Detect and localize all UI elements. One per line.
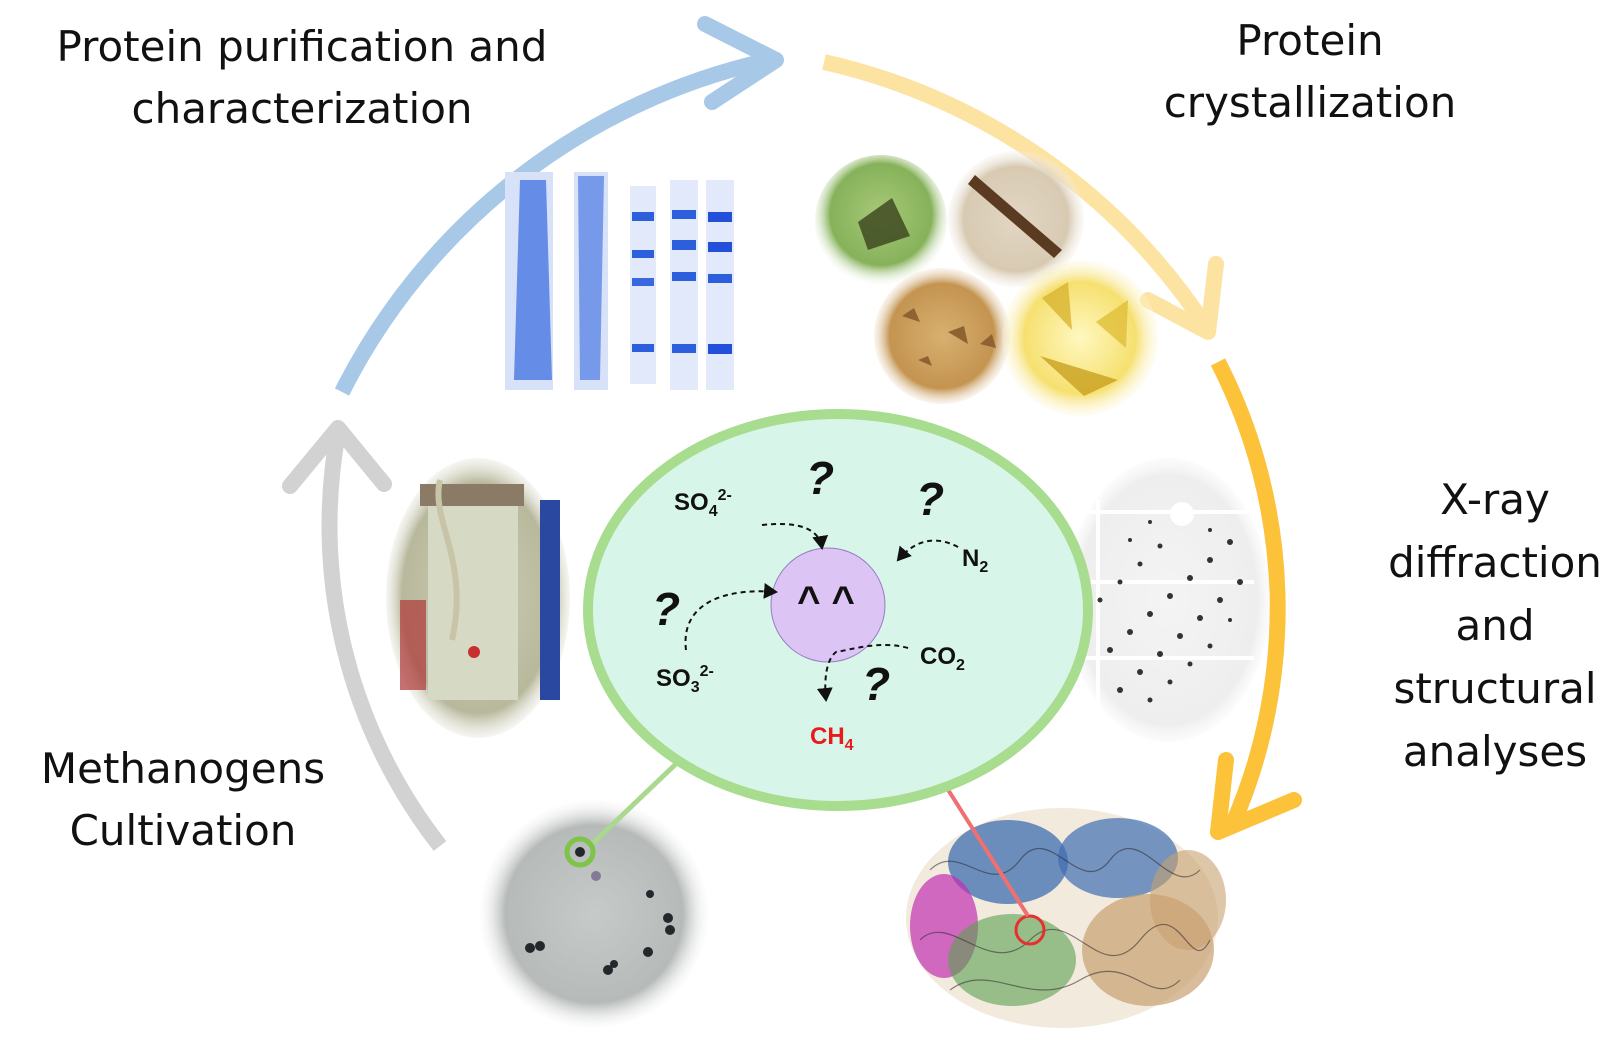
molecule-co2: CO2: [920, 643, 965, 674]
molecule-ch4: CH4: [810, 723, 854, 754]
label-line: Protein purification and: [56, 22, 548, 71]
crystal-photos: [815, 151, 1158, 416]
molecule-n2: N2: [962, 545, 988, 576]
arrow-gray: [321, 430, 447, 851]
crystal-photo-yellow: [1002, 260, 1158, 416]
label-line: Methanogens: [40, 744, 326, 793]
fermenter-photo: [386, 458, 570, 738]
label-line: diffraction: [1388, 538, 1602, 587]
molecule-so3: SO32-: [656, 663, 714, 696]
cell: ^ ^ ? ? ? ? SO42- N2 SO32- CO2 CH4: [583, 409, 1093, 811]
label-xray-diffraction: X-ray diffraction and structural analyse…: [1380, 468, 1610, 783]
zoom-connector: [591, 760, 680, 845]
arrow-gray-head: [282, 420, 392, 494]
question-mark: ?: [916, 473, 944, 525]
label-line: crystallization: [1163, 78, 1457, 128]
question-mark: ?: [652, 583, 680, 635]
gel-image: [505, 172, 734, 390]
label-crystallization: Protein crystallization: [1150, 10, 1470, 134]
arrow-blue-head: [697, 16, 784, 110]
arrow-light-yellow-head: [1140, 256, 1224, 340]
label-line: Cultivation: [69, 806, 297, 856]
label-line: and: [1455, 601, 1535, 650]
protein-structure: [906, 808, 1226, 1028]
label-line: structural: [1393, 664, 1597, 713]
diffraction-image: [1066, 458, 1270, 742]
arrow-yellow-head: [1210, 752, 1302, 840]
crystal-photo-brown: [874, 268, 1010, 404]
arrow-yellow: [1210, 358, 1286, 830]
label-line: analyses: [1402, 727, 1588, 776]
label-cultivation: Methanogens Cultivation: [18, 738, 348, 862]
gel-lane: [706, 180, 734, 390]
question-mark: ?: [806, 452, 834, 504]
label-line: X-ray: [1440, 475, 1550, 524]
molecule-so4: SO42-: [674, 487, 732, 520]
nucleus-face: ^ ^: [797, 579, 855, 623]
question-mark: ?: [862, 658, 890, 710]
label-purification: Protein purification and characterizatio…: [22, 16, 582, 140]
microscope-image: [480, 800, 708, 1028]
label-line: characterization: [131, 84, 473, 134]
label-line: Protein: [1236, 16, 1384, 65]
